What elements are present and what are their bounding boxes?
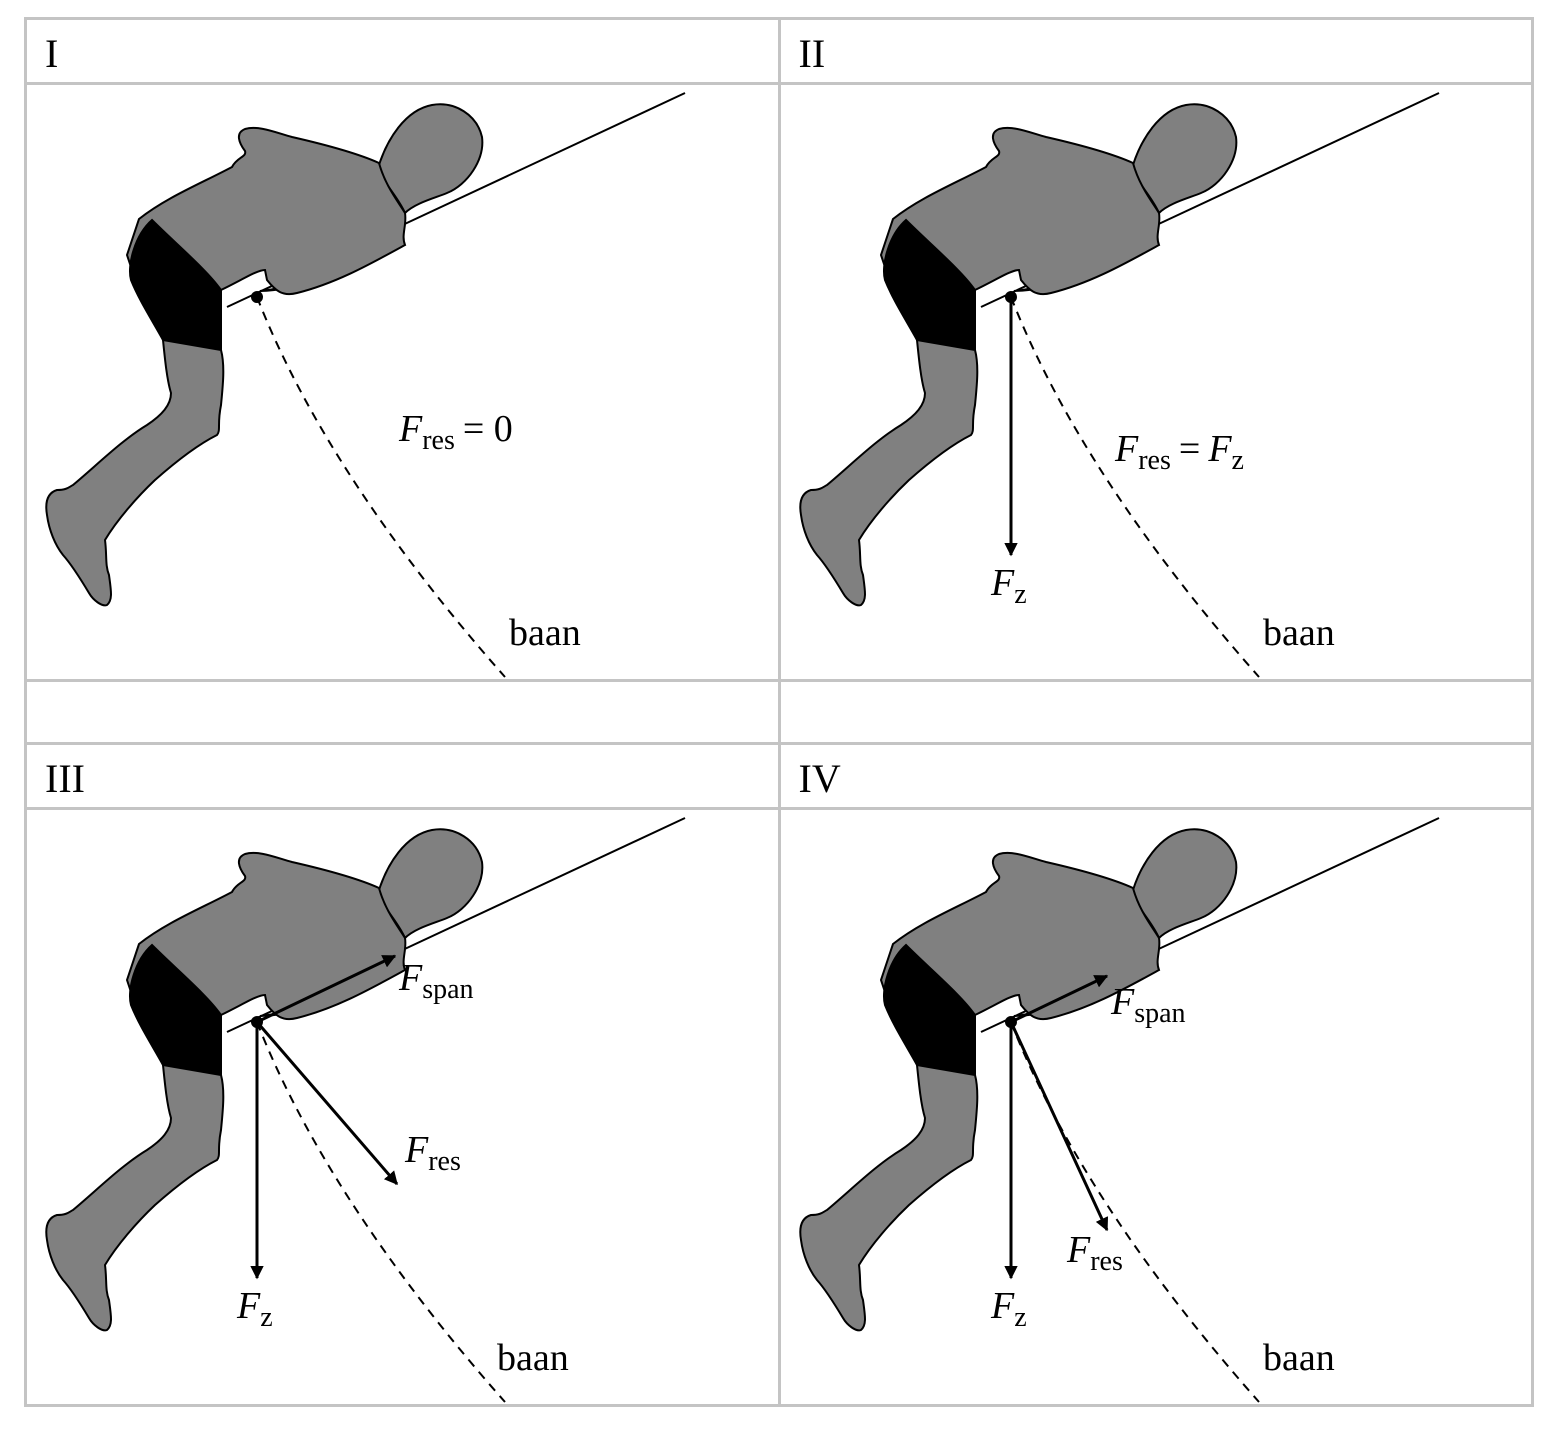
panel-label-3: III (45, 756, 85, 801)
skater-figure (45, 92, 687, 607)
panel-figure-4: Fspan Fres Fz baan (777, 807, 1534, 1407)
panel-label-cell-2: II (777, 17, 1534, 85)
force-fz-label: Fz (236, 1285, 273, 1333)
pivot-point (251, 1016, 263, 1028)
force-fz-label: Fz (990, 562, 1027, 610)
formula-fres-zero: Fres= 0 (398, 408, 513, 456)
path-curve (256, 296, 506, 678)
force-fres-label: Fres (1066, 1229, 1123, 1277)
panel-figure-1: Fres= 0 baan (24, 82, 781, 682)
panel-label-2: II (798, 31, 826, 76)
panel-4-drawing: Fspan Fres Fz baan (798, 817, 1440, 1403)
path-curve (256, 1021, 506, 1403)
panel-3-drawing: Fspan Fres Fz baan (45, 817, 687, 1403)
force-fspan-label: Fspan (398, 957, 474, 1005)
path-curve (1009, 1021, 1260, 1403)
force-fspan-arrow (256, 954, 397, 1024)
panel-1-drawing: Fres= 0 baan (45, 92, 687, 678)
panel-label-4: IV (798, 756, 841, 801)
figure-grid: I II Fres= 0 baan Fz Fres=Fz baan (24, 17, 1534, 1407)
spacer-cell-2 (777, 679, 1534, 745)
panel-label-cell-4: IV (777, 742, 1534, 810)
path-curve (1009, 296, 1260, 678)
force-fres-arrow (1009, 1021, 1108, 1232)
panel-label-cell-1: I (24, 17, 781, 85)
pivot-point (1004, 1016, 1017, 1028)
skater-figure (798, 92, 1440, 607)
pivot-point (251, 291, 263, 303)
pivot-point (1004, 291, 1017, 303)
path-label: baan (497, 1337, 569, 1379)
force-fz-label: Fz (990, 1285, 1027, 1333)
path-label: baan (1263, 612, 1335, 654)
force-fspan-label: Fspan (1110, 981, 1186, 1029)
formula-fres-eq-fz: Fres=Fz (1114, 428, 1244, 476)
panel-figure-3: Fspan Fres Fz baan (24, 807, 781, 1407)
force-fres-label: Fres (404, 1129, 461, 1177)
panel-figure-2: Fz Fres=Fz baan (777, 82, 1534, 682)
force-fres-arrow (255, 1021, 399, 1186)
panel-label-cell-3: III (24, 742, 781, 810)
path-label: baan (1263, 1337, 1335, 1379)
spacer-cell-1 (24, 679, 781, 745)
panel-label-1: I (45, 31, 59, 76)
skater-figure (45, 817, 687, 1332)
path-label: baan (509, 612, 581, 654)
panel-2-drawing: Fz Fres=Fz baan (798, 92, 1440, 678)
force-fspan-arrow (1009, 974, 1108, 1024)
